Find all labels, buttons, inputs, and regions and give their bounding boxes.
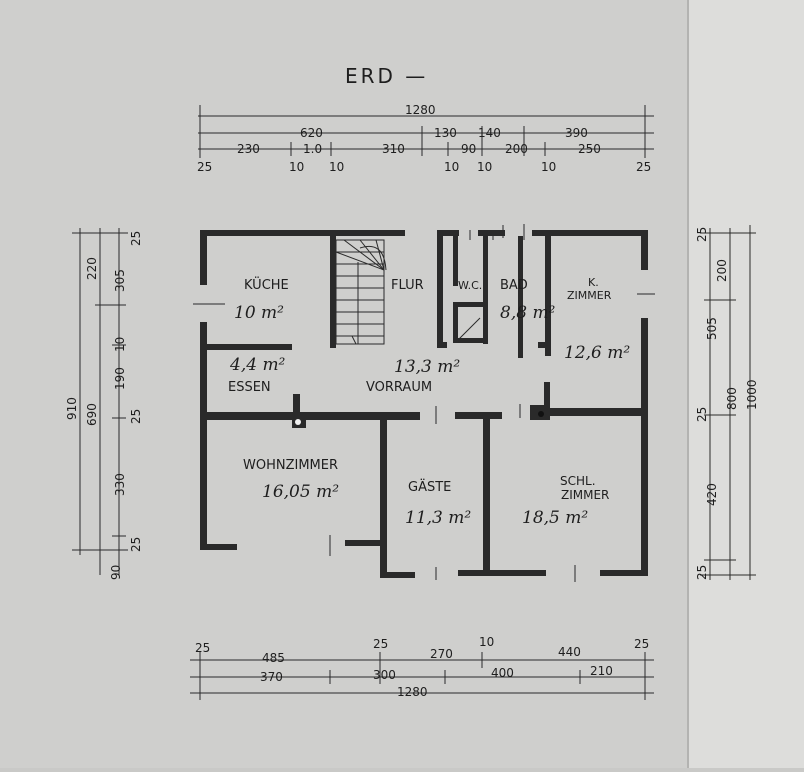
room-area-vorraum: 13,3 m² xyxy=(394,357,460,377)
room-label-essen: ESSEN xyxy=(228,380,271,395)
column-marker-left xyxy=(295,419,301,425)
dim-left-25a: 25 xyxy=(129,231,143,246)
dim-bot-10: 10 xyxy=(479,635,494,649)
dim-bot-270: 270 xyxy=(430,647,453,661)
dim-top-230: 230 xyxy=(237,142,260,156)
dim-bot-25b: 25 xyxy=(373,637,388,651)
dim-top-tick-10e: 10 xyxy=(541,160,556,174)
dim-bot-210: 210 xyxy=(590,664,613,678)
dim-top-250: 250 xyxy=(578,142,601,156)
dim-left-305: 305 xyxy=(113,269,127,292)
dim-right-200: 200 xyxy=(715,259,729,282)
dim-top-390: 390 xyxy=(565,126,588,140)
staircase xyxy=(335,239,387,345)
dim-bot-440: 440 xyxy=(558,645,581,659)
room-label-k: K. xyxy=(588,276,599,289)
plan-title: ERD — xyxy=(345,64,428,88)
dim-top-tick-25a: 25 xyxy=(197,160,212,174)
dim-left-25b: 25 xyxy=(129,409,143,424)
paper-right-sheet xyxy=(688,0,804,768)
dim-top-tick-10b: 10 xyxy=(329,160,344,174)
top-dimensions: 1280 620 130 140 390 230 1.0 310 90 200 … xyxy=(197,103,654,174)
dim-top-90: 90 xyxy=(461,142,476,156)
openings xyxy=(193,224,655,582)
dim-bot-300: 300 xyxy=(373,668,396,682)
room-label-bad: BAD xyxy=(500,278,528,293)
dim-top-620: 620 xyxy=(300,126,323,140)
dim-top-tick-10a: 10 xyxy=(289,160,304,174)
room-label-vorraum: VORRAUM xyxy=(366,380,432,395)
dim-right-25b: 25 xyxy=(695,407,709,422)
dim-right-25a: 25 xyxy=(695,227,709,242)
dim-right-800: 800 xyxy=(725,387,739,410)
dim-right-25c: 25 xyxy=(695,565,709,580)
dim-left-90: 90 xyxy=(109,565,123,580)
walls xyxy=(200,230,648,578)
dim-left-910: 910 xyxy=(65,397,79,420)
dim-top-tick-25b: 25 xyxy=(636,160,651,174)
dim-left-190: 190 xyxy=(113,367,127,390)
dim-bot-25a: 25 xyxy=(195,641,210,655)
dim-bot-485: 485 xyxy=(262,651,285,665)
room-area-essen: 4,4 m² xyxy=(229,355,286,375)
dim-top-140: 140 xyxy=(478,126,501,140)
room-label-kueche: KÜCHE xyxy=(244,276,289,293)
bottom-dimensions: 25 485 25 270 10 440 25 370 300 400 210 … xyxy=(190,635,654,700)
room-area-wohnzimmer: 16,05 m² xyxy=(262,482,339,502)
dim-top-130: 130 xyxy=(434,126,457,140)
room-label-gaeste: GÄSTE xyxy=(408,479,451,495)
room-label-schl: SCHL. xyxy=(560,474,596,488)
dim-bot-25c: 25 xyxy=(634,637,649,651)
dim-top-tick-10d: 10 xyxy=(477,160,492,174)
dim-top-tick-10c: 10 xyxy=(444,160,459,174)
dim-top-310: 310 xyxy=(382,142,405,156)
dim-left-10: 10 xyxy=(113,337,127,352)
dim-left-25c: 25 xyxy=(129,537,143,552)
room-label-kzimmer: ZIMMER xyxy=(567,289,612,302)
dim-left-690: 690 xyxy=(85,403,99,426)
paper-sheet xyxy=(0,0,688,768)
dim-top-200: 200 xyxy=(505,142,528,156)
room-area-bad: 8,8 m² xyxy=(500,303,556,323)
room-area-kzimmer: 12,6 m² xyxy=(564,343,630,363)
right-dimensions: 25 200 505 25 420 25 800 1000 xyxy=(695,225,759,580)
room-label-wohnzimmer: WOHNZIMMER xyxy=(243,458,338,473)
dim-right-420: 420 xyxy=(705,483,719,506)
dim-top-1-0: 1.0 xyxy=(303,142,322,156)
dim-bot-370: 370 xyxy=(260,670,283,684)
room-label-schlzimmer: ZIMMER xyxy=(561,488,609,502)
dim-left-330: 330 xyxy=(113,473,127,496)
room-area-kueche: 10 m² xyxy=(234,303,284,323)
dim-bot-400: 400 xyxy=(491,666,514,680)
dim-left-220: 220 xyxy=(85,257,99,280)
left-dimensions: 910 220 690 90 25 305 10 190 25 330 25 xyxy=(65,228,143,580)
dim-top-overall: 1280 xyxy=(405,103,436,117)
room-label-wc: W.C. xyxy=(458,279,482,292)
room-label-flur: FLUR xyxy=(391,278,424,293)
dim-right-505: 505 xyxy=(705,317,719,340)
room-area-gaeste: 11,3 m² xyxy=(405,508,471,528)
room-area-schlzimmer: 18,5 m² xyxy=(522,508,588,528)
dim-bot-overall: 1280 xyxy=(397,685,428,699)
column-marker-right xyxy=(538,411,544,417)
dim-right-1000: 1000 xyxy=(745,379,759,410)
